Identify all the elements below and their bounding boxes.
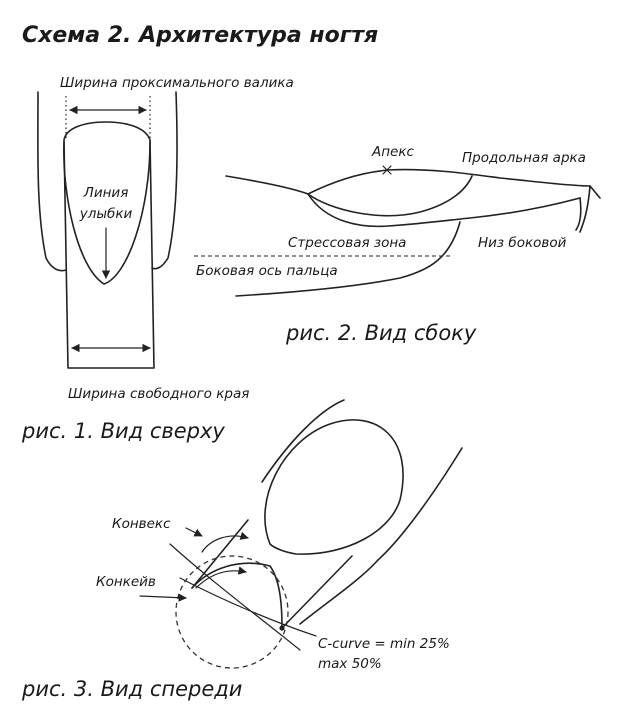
fig3-front-view: Конвекс Конкейв C-curve = min 25% max 50… bbox=[21, 399, 463, 701]
apex-cross-mark bbox=[382, 165, 392, 175]
free-edge-width-label: Ширина свободного края bbox=[68, 386, 249, 402]
stress-zone-label: Стрессовая зона bbox=[288, 235, 406, 251]
nail-oval-top bbox=[264, 419, 404, 555]
concave-arrow bbox=[139, 593, 187, 602]
nail-side-right bbox=[281, 555, 353, 629]
nail-plate-outline bbox=[63, 121, 155, 369]
concave-label: Конкейв bbox=[96, 574, 156, 590]
c-curve-point bbox=[279, 625, 285, 631]
fig1-caption: рис. 1. Вид сверху bbox=[21, 419, 225, 443]
smile-line-curve bbox=[63, 141, 151, 285]
finger-lower-contour bbox=[235, 221, 461, 297]
nail-free-edge-tip bbox=[575, 185, 591, 233]
fig1-top-view: Ширина проксимального валика Линия улыбк… bbox=[21, 75, 294, 443]
nail-side-left bbox=[191, 519, 249, 589]
convex-arrow bbox=[185, 527, 203, 537]
tangent-line-1 bbox=[169, 543, 301, 651]
finger-left-contour bbox=[261, 399, 345, 483]
apex-label: Апекс bbox=[371, 144, 415, 160]
finger-right-contour bbox=[299, 447, 463, 625]
convex-curved-arrow bbox=[201, 531, 249, 553]
fig3-caption: рис. 3. Вид спереди bbox=[21, 677, 242, 701]
finger-lateral-axis-label: Боковая ось пальца bbox=[196, 263, 338, 279]
convex-label: Конвекс bbox=[112, 516, 171, 532]
fig2-caption: рис. 2. Вид сбоку bbox=[285, 321, 477, 345]
c-curve-label-2: max 50% bbox=[318, 656, 382, 672]
smile-line-label-1: Линия bbox=[83, 185, 129, 201]
concave-arc bbox=[191, 562, 283, 629]
finger-upper-contour bbox=[225, 175, 309, 195]
nail-bed-curve bbox=[307, 175, 473, 217]
smile-line-label-2: улыбки bbox=[79, 206, 133, 222]
c-curve-circle bbox=[175, 555, 289, 669]
lateral-bottom-label: Низ боковой bbox=[478, 235, 567, 251]
finger-outline-top bbox=[37, 91, 178, 272]
nail-top-arch bbox=[307, 168, 601, 199]
c-curve-label-1: C-curve = min 25% bbox=[318, 636, 450, 652]
proximal-width-label: Ширина проксимального валика bbox=[60, 75, 294, 91]
fig2-side-view: Апекс Продольная арка Стрессовая зона Ни… bbox=[194, 144, 601, 345]
concave-curved-arrow bbox=[195, 566, 247, 589]
longitudinal-arch-label: Продольная арка bbox=[462, 150, 586, 166]
nail-underside bbox=[307, 193, 581, 228]
diagram-title: Схема 2. Архитектура ногтя bbox=[22, 23, 378, 48]
tangent-line-2 bbox=[179, 577, 317, 637]
